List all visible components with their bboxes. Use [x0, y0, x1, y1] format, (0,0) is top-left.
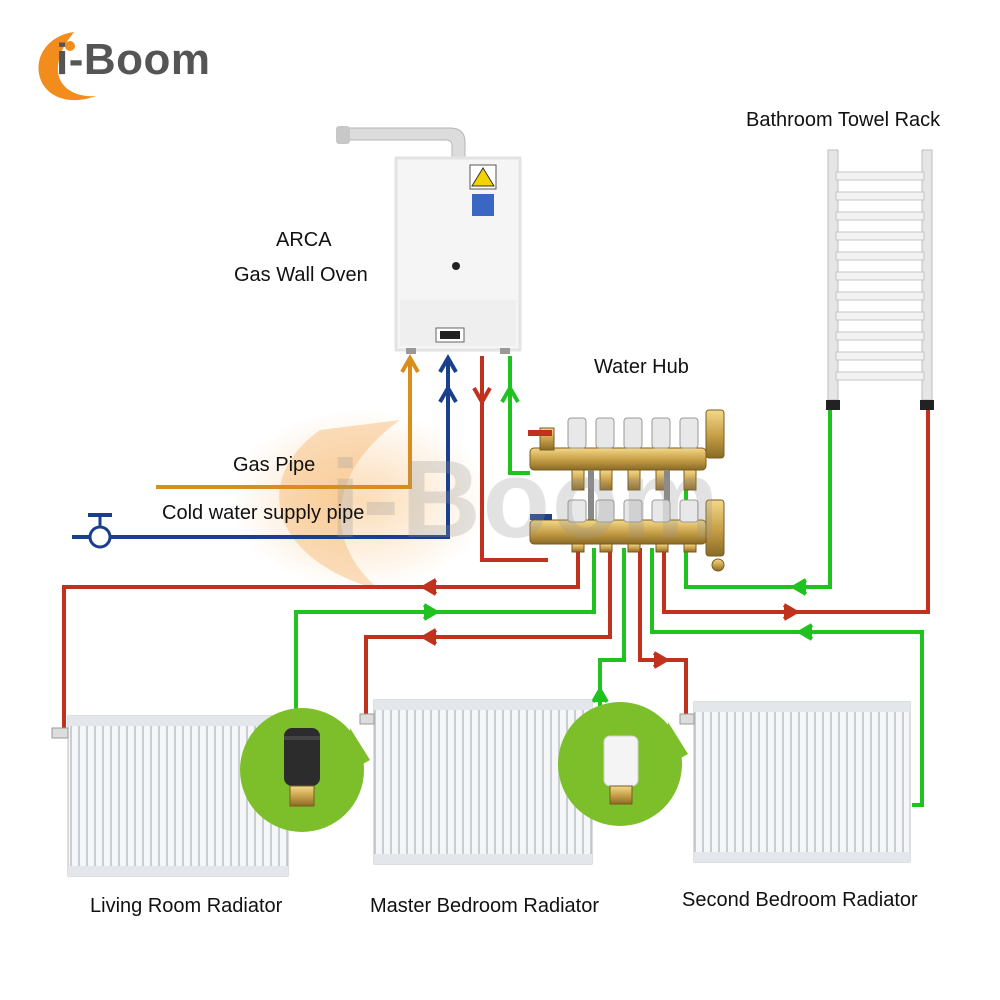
- water-hub-label: Water Hub: [594, 356, 689, 378]
- brand-logo-icon: [38, 32, 96, 101]
- gas-pipe-line: [156, 362, 412, 489]
- hot-supply-pipe-line: [480, 356, 548, 562]
- gas-pipe-label: Gas Pipe: [233, 454, 316, 476]
- second-bedroom-radiator-label: Second Bedroom Radiator: [682, 889, 918, 911]
- watermark-logo-icon: [230, 410, 490, 590]
- boiler-type-label: Gas Wall Oven: [234, 264, 368, 286]
- living-room-radiator-label: Living Room Radiator: [90, 895, 283, 917]
- cold-water-pipe-label: Cold water supply pipe: [162, 502, 365, 524]
- master-bedroom-radiator: [359, 699, 593, 865]
- bathroom-towel-rack: [826, 149, 934, 410]
- gas-wall-oven: [336, 126, 522, 354]
- master-bedroom-radiator-label: Master Bedroom Radiator: [370, 895, 599, 917]
- watermark-text: i-Boom: [330, 438, 721, 561]
- thermostat-valve-icon: [558, 702, 688, 826]
- towel-rack-label: Bathroom Towel Rack: [746, 109, 941, 131]
- water-hub-manifold: [528, 409, 725, 572]
- valve-icon: [88, 513, 112, 549]
- return-pipe-line: [508, 356, 530, 475]
- second-bedroom-radiator: [679, 701, 911, 863]
- cold-water-pipe-line: [72, 362, 450, 539]
- brand-logo-text: i-Boom: [56, 35, 211, 84]
- thermostat-valve-icon: [240, 708, 370, 832]
- boiler-brand-label: ARCA: [276, 229, 332, 251]
